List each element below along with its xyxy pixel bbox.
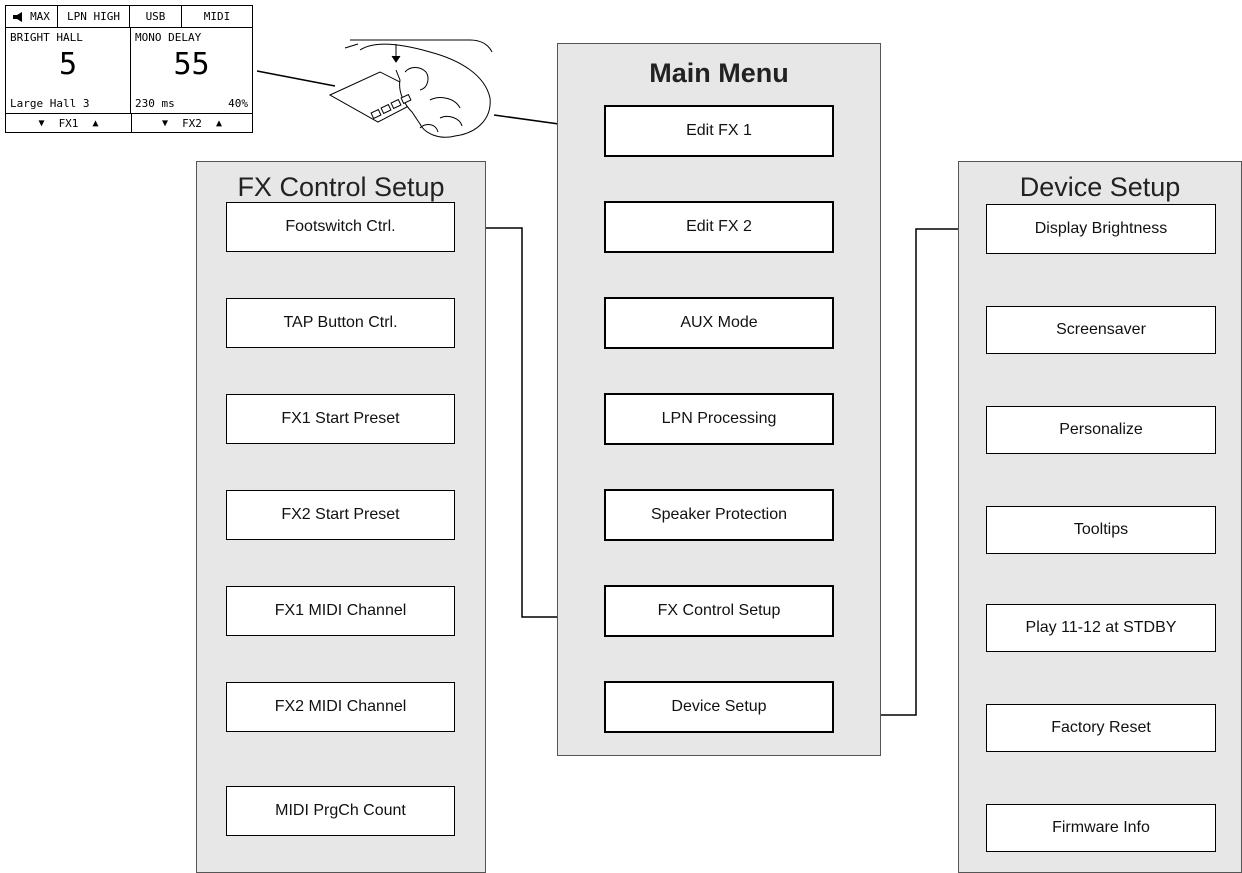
lcd-lpn-status: LPN HIGH <box>58 6 130 27</box>
lcd-display: MAX LPN HIGH USB MIDI BRIGHT HALL 5 Larg… <box>5 5 253 133</box>
menu-item-fx-control-setup[interactable]: FX Control Setup <box>604 585 834 637</box>
menu-item-aux-mode[interactable]: AUX Mode <box>604 297 834 349</box>
lcd-fx2-selector: ▼ FX2 ▲ <box>132 114 252 132</box>
fx-item-fx2-start-preset[interactable]: FX2 Start Preset <box>226 490 455 540</box>
volume-label: MAX <box>30 10 50 23</box>
device-setup-title: Device Setup <box>1019 172 1181 202</box>
lcd-usb-status: USB <box>130 6 182 27</box>
menu-item-lpn-processing[interactable]: LPN Processing <box>604 393 834 445</box>
lcd-status-bar: MAX LPN HIGH USB MIDI <box>6 6 252 28</box>
down-triangle-icon: ▼ <box>38 117 45 129</box>
down-triangle-icon: ▼ <box>162 117 169 129</box>
hand-pressing-button-illustration <box>328 39 493 138</box>
device-item-display-brightness[interactable]: Display Brightness <box>986 204 1216 254</box>
device-item-personalize[interactable]: Personalize <box>986 406 1216 454</box>
speaker-icon <box>13 11 23 22</box>
fx1-effect-name: BRIGHT HALL <box>10 31 83 44</box>
device-item-play-11-12-at-stdby[interactable]: Play 11-12 at STDBY <box>986 604 1216 652</box>
fx2-preset-number: 55 <box>173 47 210 82</box>
fx-item-midi-prgch-count[interactable]: MIDI PrgCh Count <box>226 786 455 836</box>
lcd-fx1-selector: ▼ FX1 ▲ <box>6 114 132 132</box>
fx-item-tap-button-ctrl[interactable]: TAP Button Ctrl. <box>226 298 455 348</box>
up-triangle-icon: ▲ <box>215 117 222 129</box>
fx-item-fx2-midi-channel[interactable]: FX2 MIDI Channel <box>226 682 455 732</box>
fx2-mix-level: 40% <box>228 97 248 110</box>
menu-item-edit-fx1[interactable]: Edit FX 1 <box>604 105 834 157</box>
device-item-firmware-info[interactable]: Firmware Info <box>986 804 1216 852</box>
lcd-fx1-panel: BRIGHT HALL 5 Large Hall 3 <box>6 28 131 113</box>
fx1-selector-label: FX1 <box>58 116 79 130</box>
device-item-factory-reset[interactable]: Factory Reset <box>986 704 1216 752</box>
fx-control-setup-title: FX Control Setup <box>237 172 445 202</box>
menu-item-device-setup[interactable]: Device Setup <box>604 681 834 733</box>
device-item-tooltips[interactable]: Tooltips <box>986 506 1216 554</box>
fx1-preset-number: 5 <box>58 47 78 82</box>
fx2-selector-label: FX2 <box>182 116 202 130</box>
device-item-screensaver[interactable]: Screensaver <box>986 306 1216 354</box>
main-menu-title: Main Menu <box>649 58 789 88</box>
lcd-fx2-panel: MONO DELAY 55 230 ms 40% <box>131 28 252 113</box>
fx-item-footswitch-ctrl[interactable]: Footswitch Ctrl. <box>226 202 455 252</box>
fx2-delay-time: 230 ms <box>135 97 175 110</box>
menu-item-edit-fx2[interactable]: Edit FX 2 <box>604 201 834 253</box>
fx-item-fx1-midi-channel[interactable]: FX1 MIDI Channel <box>226 586 455 636</box>
up-triangle-icon: ▲ <box>92 117 99 129</box>
fx2-effect-name: MONO DELAY <box>135 31 202 44</box>
lcd-midi-status: MIDI <box>203 10 231 23</box>
fx1-preset-name: Large Hall 3 <box>10 97 90 110</box>
fx-item-fx1-start-preset[interactable]: FX1 Start Preset <box>226 394 455 444</box>
menu-item-speaker-protection[interactable]: Speaker Protection <box>604 489 834 541</box>
lcd-volume: MAX <box>6 6 58 27</box>
